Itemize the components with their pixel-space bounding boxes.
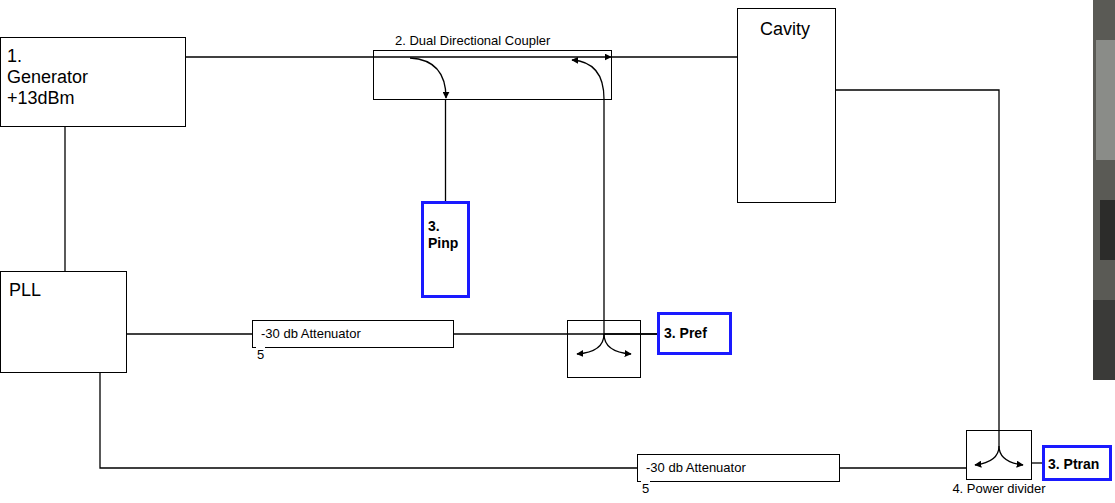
generator-box: 1. Generator +13dBm: [0, 37, 186, 127]
power-meter-box: 3. Pinp: [421, 201, 470, 298]
signal-line: [836, 90, 999, 430]
divider-arrow: [577, 334, 604, 354]
power-meter-box: 3. Ptran: [1042, 445, 1112, 481]
divider-stem: [998, 431, 999, 446]
box-caption: 5: [256, 347, 265, 362]
attenuator-box: -30 db Attenuator5: [637, 454, 840, 482]
coupler-main-line: [374, 56, 611, 57]
cavity-box: Cavity: [737, 8, 836, 203]
box-label: 3. Pinp: [428, 218, 463, 252]
pll-box: PLL: [0, 271, 127, 373]
signal-line: [604, 100, 657, 334]
coupler-box: 2. Dual Directional Coupler: [373, 50, 612, 100]
power-meter-box: 3. Pref: [657, 312, 732, 355]
power-divider-box: 4. Power divider: [966, 430, 1032, 480]
signal-line: [186, 56, 373, 57]
box-label: 1. Generator +13dBm: [7, 46, 99, 109]
box-caption: 5: [641, 481, 650, 496]
signal-line: [840, 467, 966, 468]
photo-strip: [1093, 0, 1115, 380]
coupler-forward-branch: [410, 58, 446, 98]
photo-detail: [1096, 40, 1115, 160]
signal-line: [127, 333, 252, 334]
signal-line: [612, 56, 737, 57]
box-heading: 2. Dual Directional Coupler: [394, 33, 551, 48]
signal-line: [100, 373, 637, 468]
divider-arrow: [975, 446, 999, 465]
box-label: 3. Pref: [664, 325, 725, 342]
divider-arrow: [999, 446, 1023, 465]
box-label: -30 db Attenuator: [646, 460, 831, 475]
signal-line: [64, 127, 65, 271]
attenuator-box: -30 db Attenuator5: [252, 320, 454, 348]
signal-line: [1032, 462, 1042, 463]
photo-detail: [1100, 200, 1115, 260]
signal-line: [445, 100, 446, 201]
coupler-reflected-branch: [572, 60, 604, 99]
divider-arrow: [604, 334, 631, 354]
box-label: PLL: [9, 280, 118, 301]
box-label: -30 db Attenuator: [261, 326, 445, 341]
box-label: Cavity: [760, 19, 831, 40]
box-caption: 4. Power divider: [951, 481, 1046, 496]
photo-detail: [1093, 300, 1115, 380]
box-label: 3. Ptran: [1048, 456, 1106, 473]
